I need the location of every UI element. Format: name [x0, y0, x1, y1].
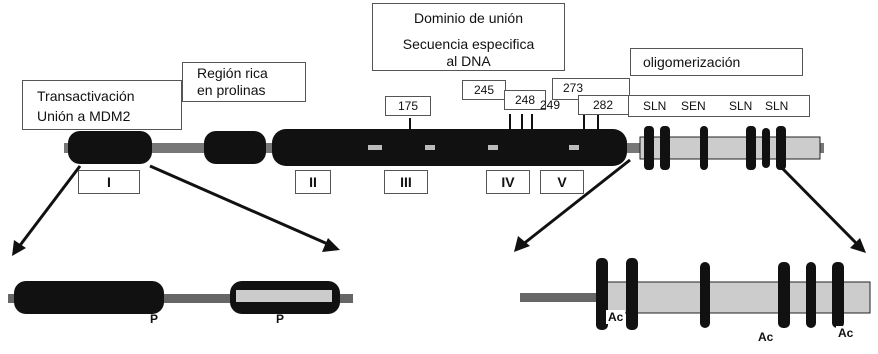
proline-rich-text-1: Región rica: [197, 65, 305, 82]
phospho-label-left: P: [150, 312, 158, 326]
conserved-mark: [488, 145, 498, 150]
motif-sln-2: SLN: [729, 96, 752, 116]
oligo-disc: [776, 126, 786, 170]
oligomerization-text: oligomerización: [643, 54, 740, 70]
proline-rich-label: Región rica en prolinas: [182, 62, 306, 102]
acetyl-label-1: Ac: [606, 310, 625, 324]
motif-sln-3: SLN: [765, 96, 788, 116]
proline-rich-text-2: en prolinas: [197, 82, 305, 99]
acetyl-label-3: Ac: [836, 326, 855, 340]
transactivation-text: Transactivación: [37, 86, 181, 106]
proline-rich-domain: [204, 131, 266, 164]
residue-249: 249: [540, 98, 560, 112]
residue-245: 245: [462, 80, 506, 100]
arrowhead: [322, 238, 340, 252]
phospho-label-right: P: [276, 312, 284, 326]
zoom-proline-shading: [236, 290, 332, 302]
zoom-oligo-disc: [700, 262, 710, 328]
region-iv: IV: [486, 170, 530, 194]
motif-sen: SEN: [681, 96, 706, 116]
oligo-disc: [746, 126, 756, 170]
region-i: I: [78, 170, 140, 194]
zoom-arrow-left-a: [18, 166, 80, 248]
binding-title: Dominio de unión: [373, 10, 564, 27]
zoom-arrow-right-b: [780, 166, 858, 245]
oligo-disc: [762, 128, 770, 168]
conserved-mark: [569, 145, 579, 150]
mdm2-binding-text: Unión a MDM2: [37, 106, 181, 126]
oligo-disc: [700, 126, 708, 170]
residue-282: 282: [578, 95, 630, 115]
oligo-disc: [644, 126, 654, 170]
region-ii: II: [295, 170, 331, 194]
motif-sln-1: SLN: [643, 96, 666, 116]
conserved-mark: [368, 145, 382, 150]
transactivation-label: Transactivación Unión a MDM2: [22, 80, 182, 130]
oligomerization-label: oligomerización: [630, 48, 803, 76]
zoom-transactivation-domain: [14, 281, 164, 314]
zoom-oligo-disc: [626, 258, 638, 330]
arrowhead: [514, 236, 530, 252]
zoom-oligo-disc: [806, 262, 816, 328]
binding-subtitle-1: Secuencia especifica: [373, 36, 564, 53]
region-iii: III: [384, 170, 428, 194]
dna-binding-label: Dominio de unión Secuencia especifica al…: [372, 3, 565, 71]
conserved-mark: [425, 145, 435, 150]
transactivation-domain: [68, 131, 152, 164]
acetyl-label-2: Ac: [756, 330, 775, 344]
region-v: V: [540, 170, 584, 194]
binding-subtitle-2: al DNA: [373, 53, 564, 70]
oligo-disc: [660, 126, 670, 170]
motif-box: SLN SEN SLN SLN: [628, 95, 810, 117]
residue-175: 175: [385, 96, 431, 116]
zoom-oligo-disc: [832, 262, 844, 328]
zoom-oligo-region: [600, 282, 870, 313]
zoom-oligo-disc: [778, 262, 790, 328]
